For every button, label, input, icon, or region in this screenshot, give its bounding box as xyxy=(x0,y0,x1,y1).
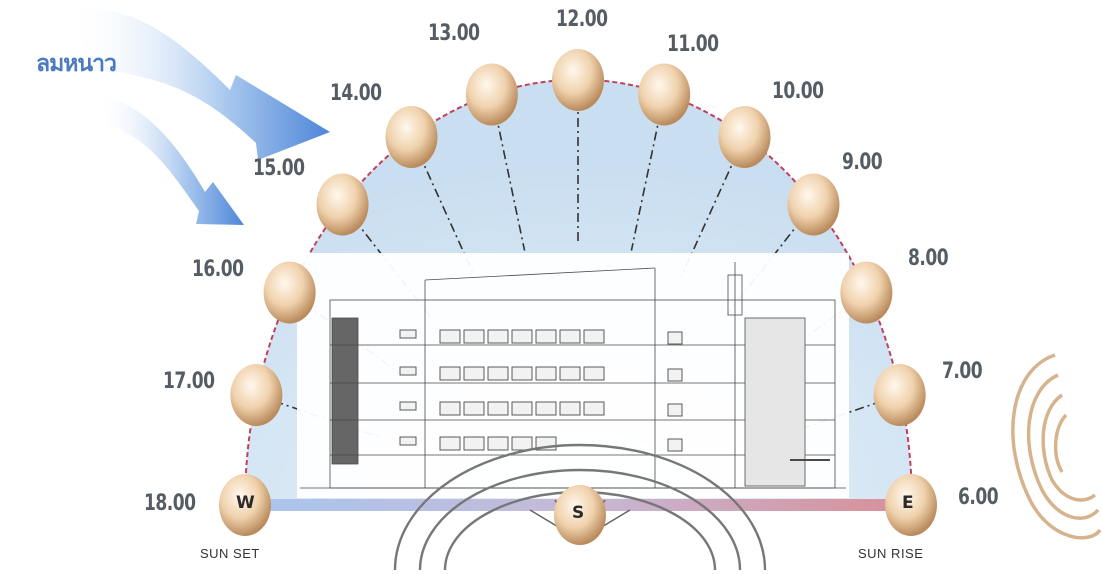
window xyxy=(463,401,485,416)
window xyxy=(559,401,581,416)
window xyxy=(487,436,509,451)
sun-12.00 xyxy=(552,49,604,111)
time-label-13: 13.00 xyxy=(428,20,480,46)
wind-label: ลมหนาว xyxy=(36,51,117,77)
sun-13.00 xyxy=(465,63,518,126)
window xyxy=(583,329,605,344)
window xyxy=(511,436,533,451)
sun-positions xyxy=(219,49,937,545)
wind-arrow-lower xyxy=(95,95,244,225)
window xyxy=(439,401,461,416)
building-windows xyxy=(399,329,683,452)
time-label-11: 11.00 xyxy=(667,31,719,57)
window xyxy=(583,366,605,381)
sun-17.00 xyxy=(230,364,283,427)
window xyxy=(463,366,485,381)
east-window xyxy=(667,331,683,345)
window xyxy=(487,329,509,344)
east-window xyxy=(667,438,683,452)
building-elevation xyxy=(297,253,849,498)
window xyxy=(487,401,509,416)
time-label-12: 12.00 xyxy=(556,6,608,32)
time-label-17: 17.00 xyxy=(163,368,215,394)
window xyxy=(439,329,461,344)
sun-16.00 xyxy=(263,261,316,324)
time-label-18: 18.00 xyxy=(144,490,196,516)
window xyxy=(535,366,557,381)
time-label-8: 8.00 xyxy=(908,245,949,271)
sun-8.00 xyxy=(840,261,893,324)
time-label-9: 9.00 xyxy=(842,149,883,175)
time-label-6: 6.00 xyxy=(958,484,999,510)
window xyxy=(463,436,485,451)
sun-6.00 xyxy=(885,474,937,536)
time-label-10: 10.00 xyxy=(772,78,824,104)
sun-7.00 xyxy=(873,364,926,427)
window xyxy=(559,366,581,381)
small-window xyxy=(399,329,417,339)
time-label-7: 7.00 xyxy=(942,358,983,384)
time-label-15: 15.00 xyxy=(253,155,305,181)
east-window xyxy=(667,403,683,417)
time-label-16: 16.00 xyxy=(192,256,244,282)
sun-9.00 xyxy=(787,173,840,236)
window xyxy=(439,436,461,451)
window xyxy=(463,329,485,344)
sunrise-caption: SUN RISE xyxy=(858,546,924,561)
wind-arrow-upper xyxy=(70,8,330,161)
direction-south: S xyxy=(572,503,585,523)
sun-10.00 xyxy=(718,105,771,168)
small-window xyxy=(399,401,417,411)
sun-south-marker xyxy=(554,485,606,545)
east-window xyxy=(667,368,683,382)
sun-11.00 xyxy=(638,63,691,126)
sun-14.00 xyxy=(385,105,438,168)
window xyxy=(535,401,557,416)
window xyxy=(583,401,605,416)
sun-15.00 xyxy=(316,173,369,236)
time-label-14: 14.00 xyxy=(330,80,382,106)
small-window xyxy=(399,366,417,376)
window xyxy=(511,366,533,381)
sunset-caption: SUN SET xyxy=(200,546,260,561)
window xyxy=(487,366,509,381)
window xyxy=(511,401,533,416)
sun-18.00 xyxy=(219,474,271,536)
wind-arrows xyxy=(70,8,330,225)
window xyxy=(439,366,461,381)
window xyxy=(511,329,533,344)
window xyxy=(559,329,581,344)
small-window xyxy=(399,436,417,446)
direction-east: E xyxy=(902,493,914,513)
swirl-decoration xyxy=(1011,353,1102,540)
direction-west: W xyxy=(236,493,255,513)
window xyxy=(535,329,557,344)
